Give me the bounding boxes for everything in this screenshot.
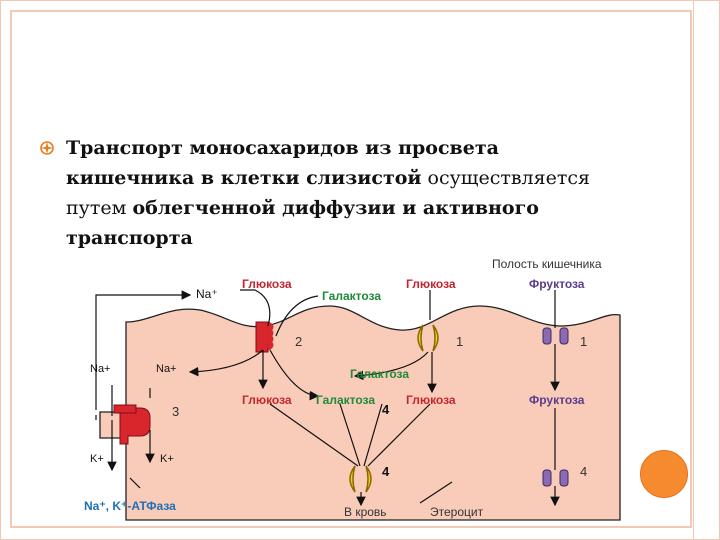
na-top-label: Na⁺: [196, 287, 218, 301]
atpase-label: Na⁺, K⁺-АТФаза: [84, 499, 176, 513]
glut-channel-top: [417, 324, 439, 352]
number-1-fructose: 1: [580, 334, 587, 349]
na-left-label: Na+: [90, 363, 111, 375]
number-4-mid: 4: [382, 402, 390, 417]
glucose-top-right-label: Глюкоза: [406, 277, 456, 291]
orange-circle-decoration: [640, 450, 688, 498]
glucose-low-right-label: Глюкоза: [406, 393, 456, 407]
paragraph-part-2: осуществляется путем: [66, 167, 590, 219]
galactose-mid-label: Галактоза: [350, 367, 409, 381]
number-2: 2: [295, 334, 302, 349]
fructose-top-label: Фруктоза: [529, 277, 585, 291]
bullet-icon: [40, 141, 54, 155]
slide-paragraph: Транспорт моносахаридов из просвета кише…: [66, 133, 626, 253]
slide-side-stripe: [693, 0, 694, 540]
glucose-top-left-label: Глюкоза: [242, 277, 292, 291]
paragraph-part-1: Транспорт моносахаридов из просвета кише…: [66, 137, 499, 189]
number-4-fructose: 4: [580, 464, 587, 479]
glucose-low-left-label: Глюкоза: [242, 393, 292, 407]
galactose-low-label: Галактоза: [316, 393, 375, 407]
galactose-top-label: Галактоза: [322, 289, 381, 303]
enterocyte-cell: [99, 305, 621, 521]
enterocyte-label: Этероцит: [430, 505, 484, 519]
fructose-low-label: Фруктоза: [529, 393, 585, 407]
slide-frame-inner: [10, 10, 692, 528]
na-inner-label: Na+: [156, 363, 177, 375]
number-3: 3: [172, 404, 179, 419]
fructose-channel-bottom: [542, 469, 569, 487]
fructose-channel-top: [542, 327, 569, 345]
k-left-label: K+: [90, 453, 104, 465]
lumen-label: Полость кишечника: [492, 257, 602, 271]
blood-label: В кровь: [344, 505, 387, 519]
paragraph-part-3: облегченной диффузии и активного транспо…: [66, 197, 539, 249]
number-4-bottom: 4: [382, 464, 390, 479]
number-1-glut: 1: [456, 334, 463, 349]
na-k-atpase: [113, 404, 151, 445]
sglt-transporter: [255, 321, 274, 353]
flow-arrows: [95, 289, 560, 507]
k-inner-label: K+: [160, 453, 174, 465]
glut-channel-bottom: [349, 465, 372, 493]
